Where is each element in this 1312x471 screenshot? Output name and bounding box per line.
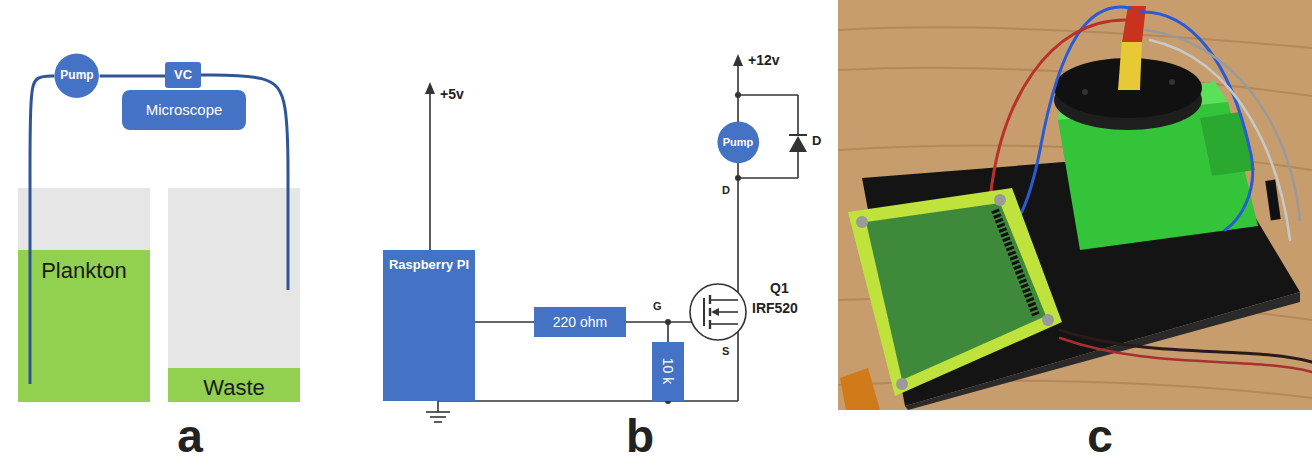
header-plug (1265, 179, 1280, 220)
gpio-header (995, 210, 1036, 315)
body-arrow (711, 308, 719, 316)
diode-wire (797, 95, 799, 136)
circle-fill (717, 121, 759, 163)
valve-box: VC (165, 62, 201, 88)
red-wire (990, 20, 1125, 200)
body-lead (716, 311, 738, 313)
node-text: 10 k (660, 358, 676, 384)
pin-label: D (812, 134, 821, 149)
screw (896, 378, 908, 390)
ground-wire (438, 400, 738, 402)
disc-hole (1169, 79, 1175, 85)
resistor-box: 10 k (652, 342, 684, 401)
screw (1042, 314, 1054, 326)
tube-line (30, 76, 54, 188)
drain-wire (737, 162, 739, 300)
microscope-box: Microscope (122, 90, 246, 130)
pump-circle: Pump (54, 53, 99, 98)
red-wire (1060, 338, 1312, 372)
diode-wire (738, 94, 798, 96)
diode-triangle (789, 136, 807, 152)
wood-table (838, 0, 1312, 410)
case-screws (856, 194, 1054, 390)
screw (856, 216, 868, 228)
plankton-bottle: Plankton (18, 188, 150, 402)
node-text: Raspberry PI (389, 258, 469, 273)
junction-dot (735, 175, 741, 181)
wire (475, 321, 534, 323)
voltage-label: +5v (440, 86, 464, 102)
circuit-wires (426, 64, 798, 422)
circle-fill (55, 54, 99, 98)
supply-arrow (425, 82, 435, 94)
waste-bottle: Waste (168, 188, 300, 402)
ground-symbol (430, 416, 446, 418)
drain-lead (710, 299, 738, 301)
screw (994, 194, 1006, 206)
channel (709, 308, 711, 316)
pump-circle: Pump (717, 121, 760, 164)
node-text: Plankton (41, 258, 127, 283)
diode-wire (797, 152, 799, 178)
gate-plate (703, 298, 705, 326)
photo (838, 0, 1312, 410)
tube-line (29, 188, 32, 384)
node-text: Waste (203, 375, 265, 400)
blue-wire (1010, 7, 1130, 230)
node-text: 220 ohm (553, 314, 607, 330)
grey-wire (1150, 40, 1290, 240)
pi-board (866, 203, 1046, 380)
panel-letter: b (626, 410, 654, 463)
pin-label: D (722, 184, 730, 197)
diode-wire (738, 177, 798, 179)
supply-arrow (733, 54, 743, 66)
disc-hole (1082, 89, 1088, 95)
node-text: VC (174, 68, 192, 83)
black-wire (1060, 330, 1312, 362)
pin-label: G (653, 300, 662, 313)
part-name: Q1 (770, 280, 789, 296)
panel-letter: a (177, 410, 203, 463)
ground-symbol (434, 421, 442, 423)
grey-wire (1145, 30, 1300, 220)
tube-line (100, 75, 165, 78)
resistor-box: 220 ohm (534, 307, 626, 337)
tube-line (287, 188, 290, 290)
computer-box: Raspberry PI (383, 250, 475, 401)
node-text: Pump (60, 69, 93, 83)
printed-block-side (1200, 112, 1255, 176)
panel-letter: c (1087, 410, 1113, 463)
junction-dot (735, 92, 741, 98)
supply-wire (429, 92, 431, 250)
pi-case (848, 188, 1062, 396)
ground-symbol (426, 411, 450, 413)
ribbon-cable (840, 368, 880, 410)
part-name: IRF520 (752, 300, 798, 316)
node-text: Microscope (146, 101, 223, 118)
mosfet-circle (690, 284, 746, 340)
mosfet-symbol (690, 284, 746, 340)
wire (626, 322, 668, 342)
ground-symbol (437, 401, 439, 412)
source-lead (710, 323, 738, 325)
yellow-tube (1118, 38, 1142, 90)
diode-bar (789, 134, 807, 136)
voltage-label: +12v (748, 52, 780, 68)
tube-inside (168, 188, 300, 402)
pin-label: S (722, 345, 729, 358)
tube-inside (18, 188, 150, 402)
diode-symbol (789, 135, 807, 152)
node-text: Pump (723, 136, 754, 149)
